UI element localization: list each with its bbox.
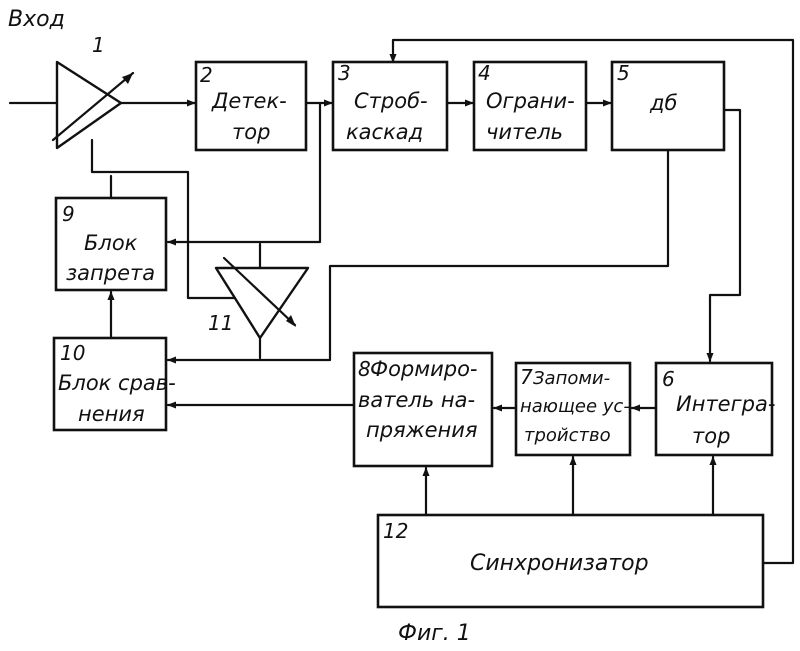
block-2-number: 2: [200, 63, 213, 87]
block-9-inhibit: 9 Блок запрета: [56, 198, 166, 290]
block-12-number: 12: [383, 519, 408, 543]
block-6-number: 6: [662, 367, 675, 391]
block-4-line-2: читель: [486, 120, 563, 144]
block-4-number: 4: [478, 61, 491, 85]
amplifier-1: 1: [53, 33, 133, 148]
block-7-number: 7: [520, 365, 533, 389]
block-6-line-2: тор: [692, 424, 730, 448]
block-10-line-1: Блок срав-: [58, 371, 176, 395]
block-5-db: 5 дб: [612, 61, 724, 150]
wire-5-to-10: [168, 150, 668, 360]
block-10-number: 10: [60, 341, 85, 365]
block-10-line-2: нения: [78, 402, 145, 426]
block-8-number: 8: [358, 357, 371, 381]
block-6-integrator: 6 Интегра- тор: [656, 363, 775, 455]
block-2-line-2: тор: [232, 120, 270, 144]
block-7-line-3: тройство: [524, 425, 611, 446]
block-8-line-1: Формиро-: [370, 357, 478, 381]
block-3-number: 3: [338, 61, 351, 85]
block-6-line-1: Интегра-: [676, 392, 775, 416]
block-7-line-2: нающее ус-: [520, 396, 630, 417]
block-3-line-2: каскад: [346, 120, 423, 144]
wire-12-to-3: [393, 40, 793, 563]
block-5-number: 5: [617, 61, 630, 85]
block-3-strobe-cascade: 3 Строб- каскад: [333, 61, 447, 150]
block-5-line-1: дб: [649, 91, 678, 115]
connections: [10, 40, 793, 563]
block-7-line-1: Запоми-: [533, 368, 610, 389]
block-9-line-2: запрета: [66, 261, 155, 285]
block-4-limiter: 4 Ограни- читель: [474, 61, 586, 150]
block-2-line-1: Детек-: [211, 89, 287, 113]
block-10-comparator: 10 Блок срав- нения: [54, 338, 176, 430]
amplifier-1-number: 1: [92, 33, 105, 57]
block-9-line-1: Блок: [84, 231, 138, 255]
block-12-synchronizer: 12 Синхронизатор: [378, 515, 763, 607]
block-8-voltage-former: 8 Формиро- ватель на- пряжения: [354, 353, 492, 466]
block-12-line-1: Синхронизатор: [470, 551, 649, 576]
amplifier-11-number: 11: [208, 311, 233, 335]
block-3-line-1: Строб-: [354, 89, 428, 113]
input-label: Вход: [8, 7, 65, 32]
block-2-detector: 2 Детек- тор: [196, 62, 306, 150]
block-8-line-3: пряжения: [366, 418, 478, 442]
block-4-line-1: Ограни-: [486, 89, 575, 113]
block-7-memory: 7 Запоми- нающее ус- тройство: [516, 363, 630, 455]
block-8-line-2: ватель на-: [358, 388, 475, 412]
figure-caption: Фиг. 1: [398, 621, 471, 646]
block-9-number: 9: [62, 202, 75, 226]
